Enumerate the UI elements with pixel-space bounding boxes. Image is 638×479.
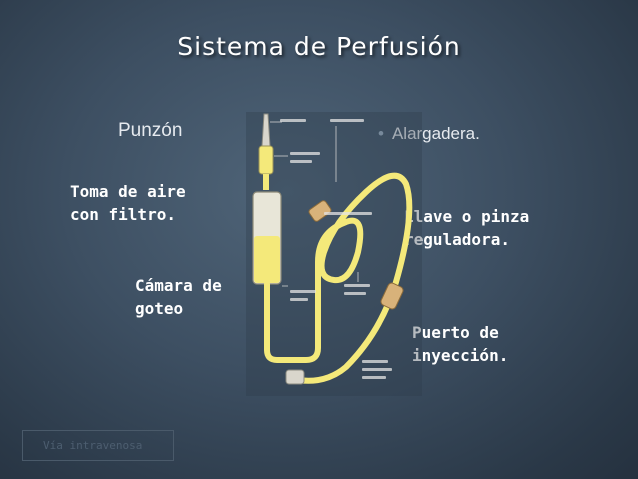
footer-label-box: Vía intravenosa [22,430,174,461]
label-punzon: Punzón [118,120,183,141]
bullet-icon: • [378,124,384,143]
connector-shape [263,174,269,190]
label-toma-aire: Toma de aire con filtro. [70,182,186,224]
leader-lines [270,121,359,287]
air-filter-shape [258,145,274,175]
perfusion-set-illustration [246,112,422,396]
spike-shape [261,113,271,147]
luer-connector-shape [285,369,305,385]
label-puerto: Puerto de inyección. [412,323,509,365]
slide-title: Sistema de Perfusión [177,32,461,61]
label-camara: Cámara de goteo [135,276,222,318]
label-llave: Llave o pinza reguladora. [404,207,530,249]
roller-clamp-shape [308,200,332,222]
label-alargadera-text: Alargadera. [391,124,480,143]
injection-port-shape [380,282,404,310]
illustration-annotation-marks [280,119,392,379]
drip-chamber-fluid [254,236,280,283]
label-alargadera: • Alargadera. [378,124,480,144]
